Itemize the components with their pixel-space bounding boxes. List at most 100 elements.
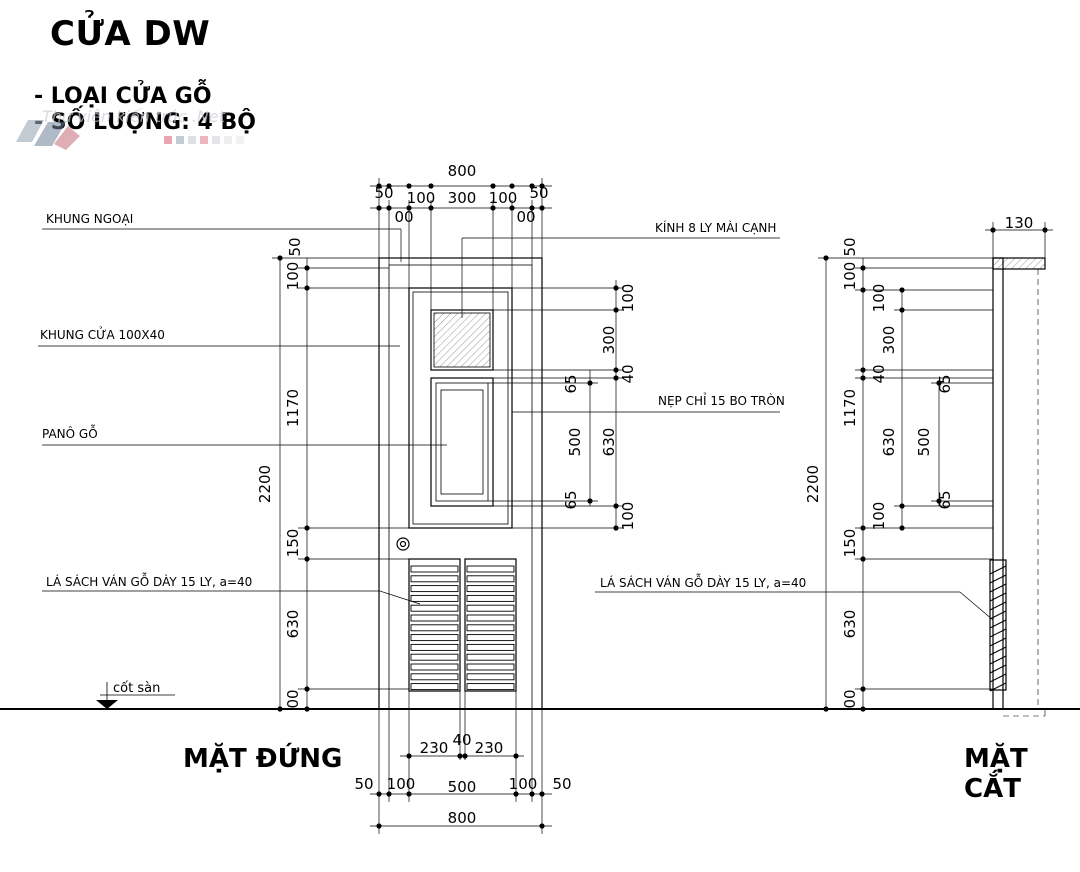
louver-slat bbox=[466, 585, 515, 593]
dim-section-300: 300 bbox=[880, 326, 898, 355]
label-door-frame: KHUNG CỬA 100X40 bbox=[40, 326, 165, 342]
section-louver-slat bbox=[989, 664, 1007, 674]
section-louver-block bbox=[989, 559, 1007, 691]
dim-bottom-40: 40 bbox=[452, 731, 471, 749]
door-handle bbox=[396, 537, 410, 551]
label-louver-right: LÁ SÁCH VÁN GỖ DÀY 15 LY, a=40 bbox=[600, 573, 806, 590]
louver-slat bbox=[466, 624, 515, 632]
dim-right-300: 300 bbox=[600, 326, 618, 355]
dim-top-300: 300 bbox=[448, 189, 477, 207]
louver-slat bbox=[466, 643, 515, 651]
dim-section-100-a: 100 bbox=[841, 262, 859, 291]
louver-slat bbox=[410, 614, 459, 622]
dimension-tick bbox=[428, 205, 434, 211]
watermark-text: Thư viện kiến trúc .Net bbox=[42, 107, 226, 126]
louver-slat bbox=[410, 653, 459, 661]
dim-right-100-bottom: 100 bbox=[619, 502, 637, 531]
dimension-tick bbox=[376, 183, 382, 189]
dim-left-630: 630 bbox=[284, 610, 302, 639]
section-louver-slat bbox=[989, 574, 1007, 584]
section-louver-slat bbox=[989, 583, 1007, 593]
louver-slat bbox=[410, 585, 459, 593]
louver-right bbox=[464, 558, 517, 692]
dim-top-00-left: 00 bbox=[394, 208, 413, 226]
dim-section-100-c: 100 bbox=[870, 502, 888, 531]
dimension-tick bbox=[386, 183, 392, 189]
upper-panel-frame bbox=[408, 287, 513, 529]
louver-slat bbox=[410, 594, 459, 602]
dim-bottom-230-left: 230 bbox=[420, 739, 449, 757]
dim-section-65-a: 65 bbox=[936, 374, 954, 393]
dim-top-50-right: 50 bbox=[529, 184, 548, 202]
section-louver-slat bbox=[989, 637, 1007, 647]
drawing-title: CỬA DW bbox=[50, 14, 211, 54]
watermark-logo: Thư viện kiến trúc .Net bbox=[16, 107, 244, 150]
label-molding: NẸP CHỈ 15 BO TRÒN bbox=[658, 392, 785, 408]
louver-slat bbox=[466, 604, 515, 612]
dim-section-00: 00 bbox=[841, 689, 859, 708]
dim-section-2200: 2200 bbox=[804, 465, 822, 503]
dim-section-630-b: 630 bbox=[841, 610, 859, 639]
view-title-section: MẶT CẮT bbox=[964, 744, 1028, 804]
dim-top-50-left: 50 bbox=[374, 184, 393, 202]
section-louver-slat bbox=[989, 565, 1007, 575]
louver-slat bbox=[410, 673, 459, 681]
dim-bottom-total: 800 bbox=[448, 809, 477, 827]
dim-right-65-top: 65 bbox=[562, 374, 580, 393]
dim-left-100: 100 bbox=[284, 262, 302, 291]
label-outer-frame: KHUNG NGOẠI bbox=[46, 212, 133, 226]
dim-section-40: 40 bbox=[870, 364, 888, 383]
dim-left-50: 50 bbox=[286, 237, 304, 256]
dim-bottom-50-left: 50 bbox=[354, 775, 373, 793]
louver-slat bbox=[466, 594, 515, 602]
label-wood-panel: PANÔ GỖ bbox=[42, 424, 98, 441]
label-glass: KÍNH 8 LY MÀI CẠNH bbox=[655, 220, 776, 235]
louver-slat bbox=[466, 565, 515, 573]
louver-slat bbox=[466, 653, 515, 661]
dimension-tick bbox=[539, 205, 545, 211]
louver-slat bbox=[410, 663, 459, 671]
section-louver-slat bbox=[989, 655, 1007, 665]
dim-top-total: 800 bbox=[448, 162, 477, 180]
louver-slat bbox=[466, 575, 515, 583]
dim-right-500: 500 bbox=[566, 428, 584, 457]
dimension-tick bbox=[406, 183, 412, 189]
section-louver-slat bbox=[989, 673, 1007, 683]
dimension-tick bbox=[529, 183, 535, 189]
spec-door-type: - LOẠI CỬA GỖ bbox=[34, 84, 212, 109]
dim-section-65-b: 65 bbox=[936, 490, 954, 509]
label-louver-left: LÁ SÁCH VÁN GỖ DÀY 15 LY, a=40 bbox=[46, 572, 252, 589]
dimension-tick bbox=[386, 205, 392, 211]
dim-section-500: 500 bbox=[915, 428, 933, 457]
dimension-tick bbox=[509, 205, 515, 211]
louver-slat bbox=[410, 624, 459, 632]
dimension-tick bbox=[376, 205, 382, 211]
section-leaf bbox=[992, 257, 1004, 710]
dimension-tick bbox=[509, 183, 515, 189]
dim-section-100-b: 100 bbox=[870, 284, 888, 313]
louver-slat bbox=[410, 575, 459, 583]
dimension-tick bbox=[428, 183, 434, 189]
louver-slat bbox=[410, 604, 459, 612]
dim-left-2200: 2200 bbox=[256, 465, 274, 503]
louver-slat bbox=[410, 683, 459, 691]
spec-quantity: - SỐ LƯỢNG: 4 BỘ bbox=[34, 110, 256, 135]
louver-slat bbox=[466, 673, 515, 681]
label-floor: cốt sàn bbox=[113, 681, 160, 696]
section-louver-slat bbox=[989, 619, 1007, 629]
section-head-frame bbox=[992, 257, 1046, 270]
dim-right-630: 630 bbox=[600, 428, 618, 457]
floor-level-mark: cốt sàn bbox=[96, 681, 175, 709]
dim-right-40: 40 bbox=[619, 364, 637, 383]
section-louver-slat bbox=[989, 628, 1007, 638]
louver-slat bbox=[410, 565, 459, 573]
dim-left-1170: 1170 bbox=[284, 389, 302, 427]
louver-slat bbox=[410, 634, 459, 642]
dimension-tick bbox=[539, 183, 545, 189]
dim-bottom-100-left: 100 bbox=[387, 775, 416, 793]
section-louver-slat bbox=[989, 610, 1007, 620]
dim-right-65-bottom: 65 bbox=[562, 490, 580, 509]
dimension-tick bbox=[490, 205, 496, 211]
louver-slat bbox=[466, 614, 515, 622]
